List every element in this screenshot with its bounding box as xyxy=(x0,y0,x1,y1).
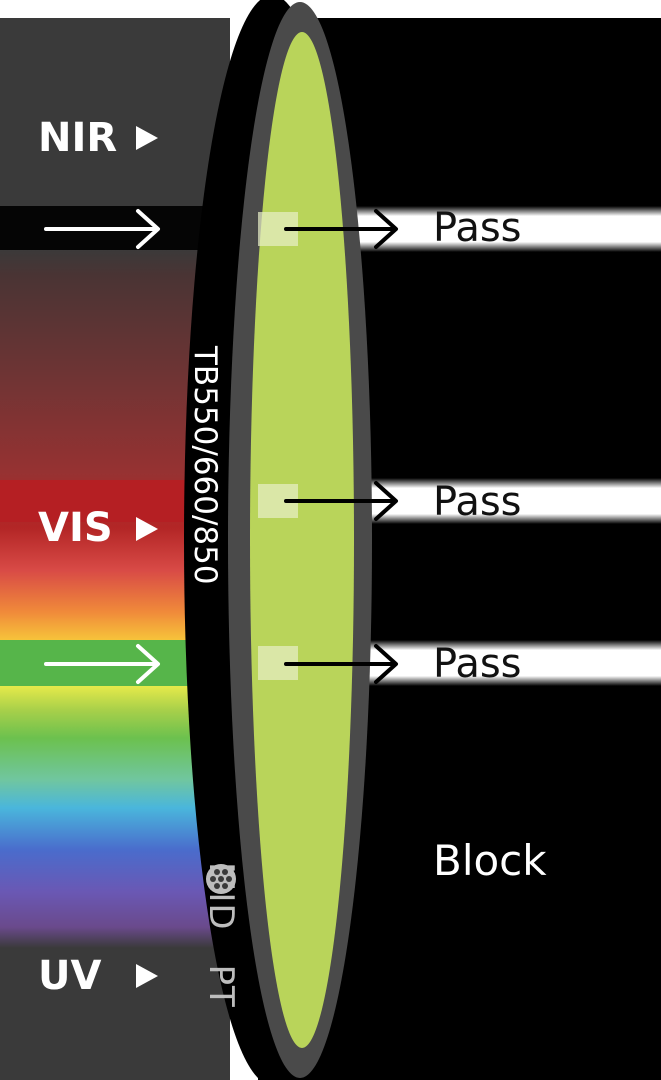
arrow-right-icon xyxy=(284,644,398,684)
pass-label-2: Pass xyxy=(433,479,522,525)
brand-right-text: PT xyxy=(201,964,241,1008)
nir-label: NIR xyxy=(38,115,118,161)
arrow-right-icon xyxy=(284,209,398,249)
pass-label-1: Pass xyxy=(433,205,522,251)
filter-model-label: TB550/660/850 xyxy=(187,346,223,585)
vis-label: VIS xyxy=(38,505,113,551)
arrow-right-icon xyxy=(44,209,160,249)
block-label: Block xyxy=(433,836,547,885)
triangle-right-icon xyxy=(136,126,158,150)
arrow-right-icon xyxy=(284,481,398,521)
pass-label-3: Pass xyxy=(433,641,522,687)
triangle-right-icon xyxy=(136,517,158,541)
uv-label: UV xyxy=(38,953,102,999)
arrow-right-icon xyxy=(44,644,160,684)
midopt-logo-icon xyxy=(204,864,238,965)
filter-glass xyxy=(250,32,354,1048)
triangle-right-icon xyxy=(136,964,158,988)
